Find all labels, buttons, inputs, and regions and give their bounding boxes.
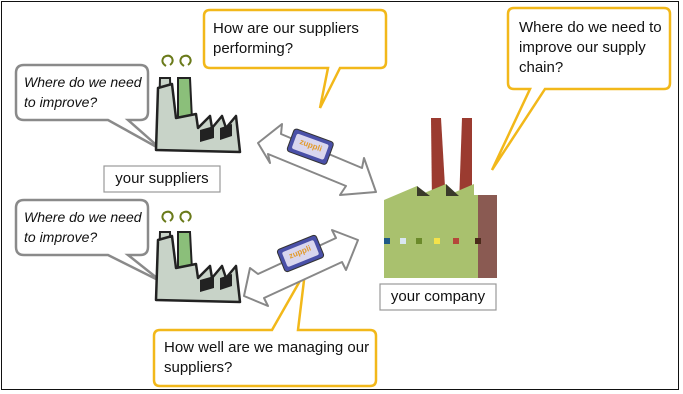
caption-your-suppliers: your suppliers [115,170,209,187]
bubble-supplier-bottom [14,198,163,284]
caption-box-suppliers [103,165,221,193]
bubble-managing-suppliers-text: How well are we managing our suppliers? [164,339,370,376]
bubble-supplier-bottom-text: Where do we need to improve? [24,209,142,245]
caption-your-company: your company [390,288,486,305]
caption-box-company [379,283,497,311]
arrow-top-double: zuppli [257,123,377,196]
bubble-supplier-top [14,63,163,152]
company-factory [384,118,497,278]
supplier-factory-top [154,54,242,154]
bubble-managing-suppliers [152,271,378,388]
bubble-supply-chain [490,6,672,171]
bubble-supplier-top-text: Where do we need to improve? [24,74,142,110]
arrow-bottom-double: zuppli [243,229,359,307]
supplier-factory-bottom [154,210,242,304]
bubble-supply-chain-text: Where do we need to improve our supply c… [519,19,662,76]
bubble-suppliers-performing-text: How are our suppliers performing? [213,20,359,57]
bubble-suppliers-performing [202,8,388,109]
